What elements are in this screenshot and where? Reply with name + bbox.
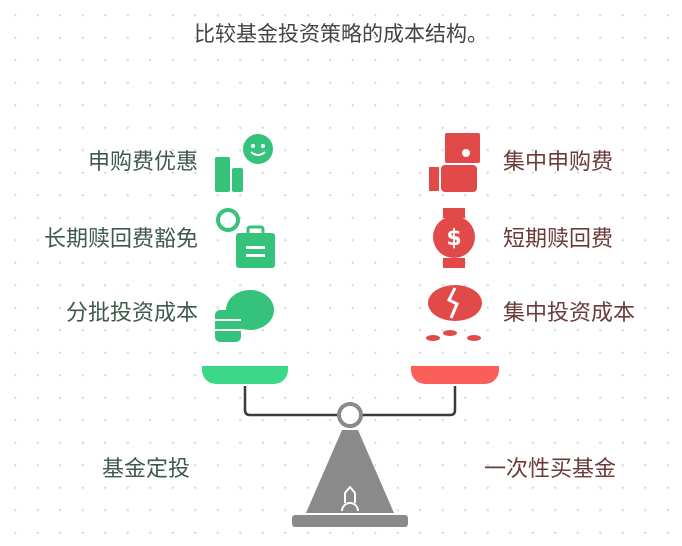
left-label-1: 申购费优惠 bbox=[87, 150, 198, 175]
svg-text:$: $ bbox=[446, 226, 461, 251]
hand-money-icon bbox=[429, 133, 480, 192]
diagram-title: 比较基金投资策略的成本结构。 bbox=[194, 22, 488, 46]
right-pan bbox=[411, 366, 499, 384]
right-label-2: 短期赎回费 bbox=[503, 227, 614, 252]
scale-pivot bbox=[337, 402, 363, 428]
scale-stand bbox=[306, 430, 394, 513]
right-strategy-name: 一次性买基金 bbox=[484, 457, 617, 482]
clock-briefcase-icon bbox=[216, 208, 275, 268]
broken-piggy-bank-icon bbox=[426, 285, 482, 341]
left-label-2: 长期赎回费豁免 bbox=[43, 227, 198, 252]
left-strategy-name: 基金定投 bbox=[101, 457, 190, 482]
scale-base bbox=[292, 515, 408, 527]
scale-beam bbox=[243, 386, 457, 417]
dollar-watch-icon: $ bbox=[433, 208, 475, 268]
building-smiley-icon bbox=[215, 134, 273, 192]
left-pan bbox=[202, 366, 288, 384]
right-label-3: 集中投资成本 bbox=[503, 301, 636, 326]
left-label-3: 分批投资成本 bbox=[65, 301, 198, 326]
right-label-1: 集中申购费 bbox=[503, 150, 614, 175]
piggy-bank-coins-icon bbox=[215, 290, 274, 342]
